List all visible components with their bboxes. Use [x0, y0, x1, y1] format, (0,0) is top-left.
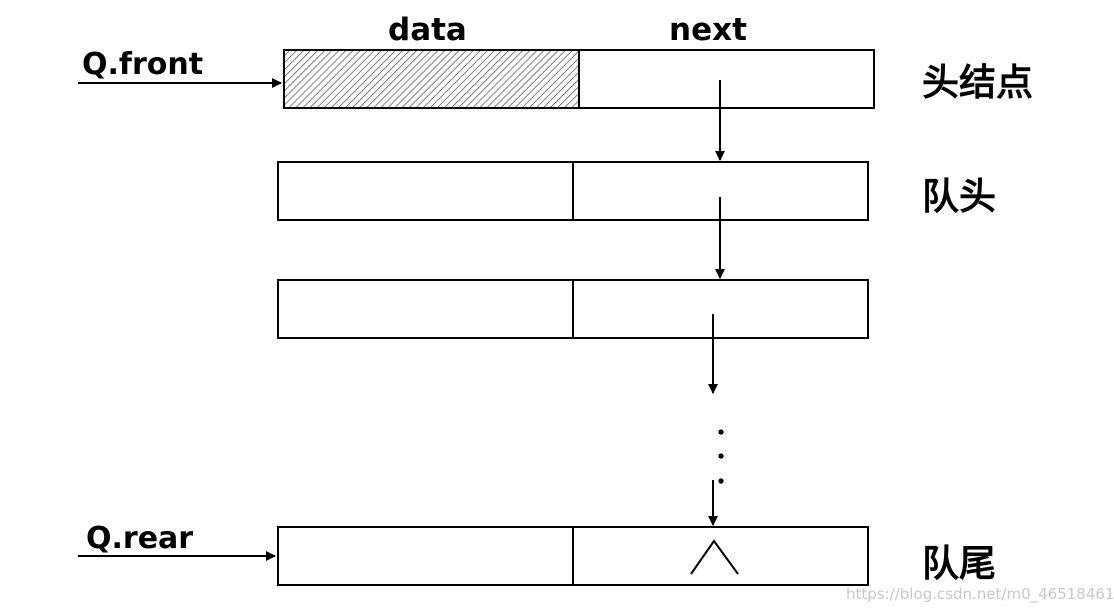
column-header-next: next [669, 12, 747, 48]
node-1-data-field [277, 161, 574, 221]
queue-node-rear [277, 526, 869, 586]
rear-node-next-field [572, 526, 869, 586]
queue-head-label: 队头 [922, 175, 996, 218]
rear-pointer-label: Q.rear [86, 521, 194, 556]
queue-tail-label: 队尾 [922, 542, 996, 585]
queue-node-1 [277, 161, 869, 221]
head-node-label: 头结点 [922, 61, 1033, 104]
column-header-data: data [388, 12, 467, 48]
node-2-next-field [572, 279, 869, 339]
rear-node-data-field [277, 526, 574, 586]
node-2-data-field [277, 279, 574, 339]
null-pointer-symbol [690, 539, 739, 575]
watermark-text: https://blog.csdn.net/m0_46518461 [846, 585, 1114, 603]
front-pointer-label: Q.front [82, 47, 204, 82]
queue-node-2 [277, 279, 869, 339]
head-node-data-field [283, 49, 580, 109]
head-node-next-field [578, 49, 875, 109]
ellipsis-dots [718, 429, 724, 484]
head-node [283, 49, 875, 109]
